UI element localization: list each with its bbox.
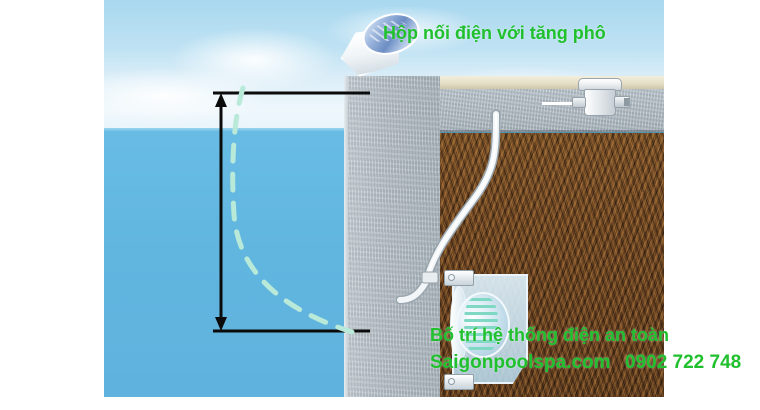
caption-line-1: Bố trí hệ thống điện an toàn [430,325,669,345]
junction-box-label: Hộp nối điện với tăng phô [383,23,606,43]
underwater-light-niche [442,270,538,392]
pool-section-illustration [104,0,664,397]
lamp-coil [464,296,498,354]
junction-box [572,78,630,118]
pool-wall-highlight [344,76,348,397]
caption-website: Saigonpoolspa.com [430,352,611,373]
junction-box-body [584,89,616,116]
bracket-pin-top [448,274,455,281]
junction-box-hub-right [614,96,630,108]
caption-phone: 0902 722 748 [625,352,742,373]
bracket-pin-bottom [448,378,455,385]
junction-box-hub-left [572,97,586,108]
pool-concrete-wall [344,76,440,397]
deck-shadow-line [344,130,664,133]
arrow-shaft [542,102,600,105]
